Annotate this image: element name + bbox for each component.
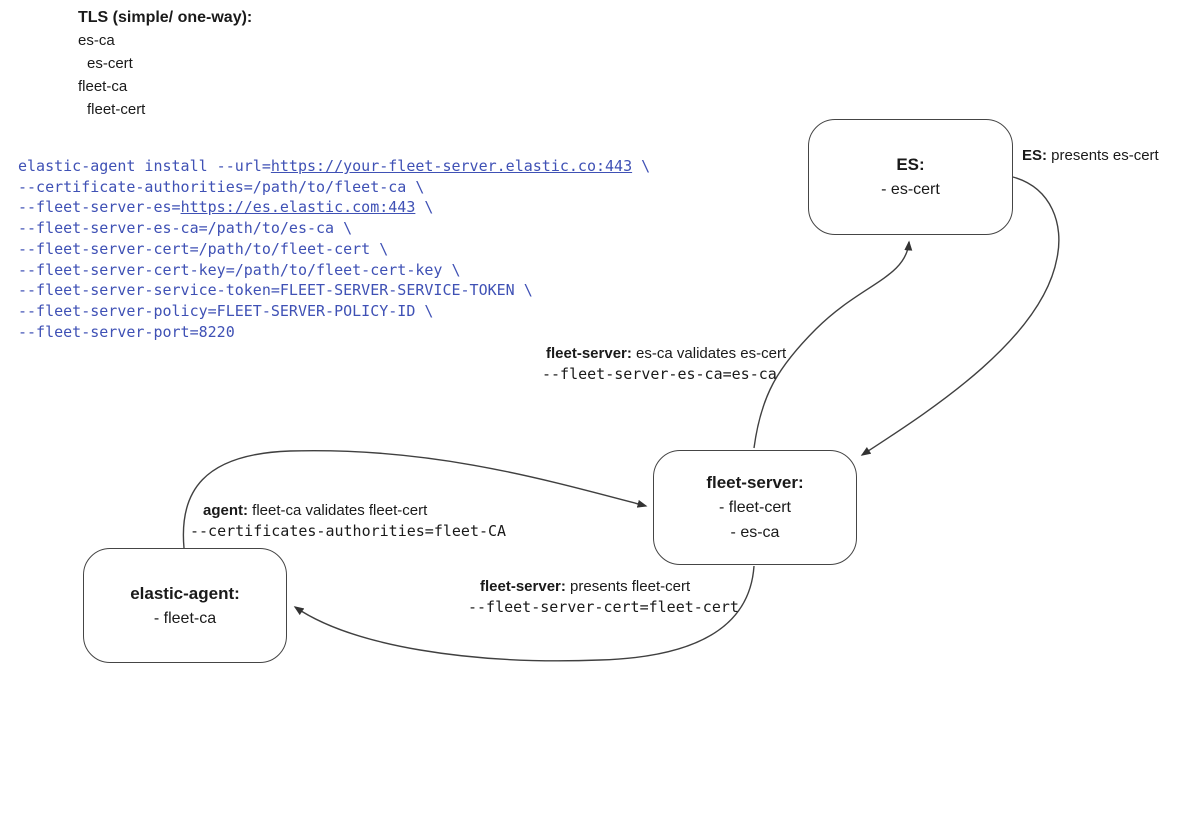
- node-elastic-agent-title: elastic-agent:: [130, 583, 240, 603]
- code-line: --fleet-server-cert=/path/to/fleet-cert …: [18, 239, 650, 260]
- node-fleet-server-title: fleet-server:: [706, 473, 804, 492]
- label-text: fleet-ca validates fleet-cert: [248, 502, 428, 519]
- label-agent-validates-fleet-cert: agent: fleet-ca validates fleet-cert --c…: [190, 502, 506, 540]
- code-line: --fleet-server-cert-key=/path/to/fleet-c…: [18, 260, 650, 281]
- node-elastic-agent: elastic-agent: - fleet-ca: [83, 548, 287, 663]
- label-es-presents-es-cert: ES: presents es-cert: [1022, 147, 1159, 165]
- arrow-fleet-server-to-es: [753, 240, 913, 449]
- label-text: presents fleet-cert: [565, 578, 691, 595]
- label-bold: fleet-server:: [480, 578, 566, 595]
- node-es-item: - es-cert: [881, 181, 940, 198]
- code-text: --fleet-server-port=8220: [18, 322, 235, 341]
- label-line: fleet-server: es-ca validates es-cert: [542, 345, 786, 363]
- code-line: --fleet-server-es-ca=/path/to/es-ca \: [18, 218, 650, 239]
- code-text: --fleet-server-service-token=FLEET-SERVE…: [18, 281, 533, 300]
- code-line: --fleet-server-policy=FLEET-SERVER-POLIC…: [18, 301, 650, 322]
- label-fleet-server-validates-es-cert: fleet-server: es-ca validates es-cert --…: [542, 345, 786, 383]
- code-text: --fleet-server-es-ca=/path/to/es-ca \: [18, 219, 353, 238]
- arrow-es-to-fleet-server: [860, 176, 1060, 456]
- node-elastic-agent-item: - fleet-ca: [153, 609, 217, 627]
- node-fleet-server-item-es-ca: - es-ca: [730, 524, 780, 541]
- code-line: --fleet-server-port=8220: [18, 322, 650, 343]
- code-text: \: [415, 198, 434, 217]
- label-fleet-server-presents-fleet-cert: fleet-server: presents fleet-cert --flee…: [468, 578, 739, 616]
- code-text: elastic-agent install --url=: [18, 157, 271, 175]
- legend-title: TLS (simple/ one-way):: [78, 9, 253, 26]
- label-line: agent: fleet-ca validates fleet-cert: [190, 502, 506, 520]
- legend-item-es-ca: es-ca: [78, 32, 115, 49]
- node-es: ES: - es-cert: [808, 119, 1013, 235]
- label-flag-fleet-server-es-ca: --fleet-server-es-ca=es-ca: [542, 365, 777, 383]
- url-link[interactable]: https://your-fleet-server.elastic.co:443: [270, 157, 633, 175]
- label-line: ES: presents es-cert: [1022, 147, 1159, 165]
- code-text: --fleet-server-es=: [18, 198, 181, 217]
- code-line: --certificate-authorities=/path/to/fleet…: [18, 177, 650, 198]
- code-text: --fleet-server-policy=FLEET-SERVER-POLIC…: [18, 301, 434, 320]
- label-bold: fleet-server:: [546, 345, 632, 362]
- arrow-agent-to-fleet-server: [182, 449, 648, 549]
- label-text: es-ca validates es-cert: [631, 345, 787, 362]
- label-bold: agent:: [203, 502, 248, 519]
- label-flag-certificates-authorities: --certificates-authorities=fleet-CA: [190, 522, 507, 540]
- code-line: elastic-agent install --url=https://your…: [18, 156, 650, 177]
- arrow-fleet-server-to-agent: [293, 565, 755, 662]
- code-text: --certificate-authorities=/path/to/fleet…: [18, 177, 425, 196]
- legend-item-es-cert: es-cert: [87, 55, 133, 72]
- code-text: \: [632, 157, 651, 175]
- node-fleet-server-item-fleet-cert: - fleet-cert: [718, 499, 791, 516]
- label-bold: ES:: [1022, 147, 1048, 164]
- install-command: elastic-agent install --url=https://your…: [18, 156, 650, 342]
- code-line: --fleet-server-es=https://es.elastic.com…: [18, 197, 650, 218]
- code-text: --fleet-server-cert-key=/path/to/fleet-c…: [18, 260, 461, 279]
- code-text: --fleet-server-cert=/path/to/fleet-cert …: [18, 239, 389, 258]
- node-es-title: ES:: [896, 155, 925, 174]
- code-line: --fleet-server-service-token=FLEET-SERVE…: [18, 280, 650, 301]
- tls-legend: TLS (simple/ one-way): es-ca es-cert fle…: [78, 6, 252, 121]
- label-line: fleet-server: presents fleet-cert: [468, 578, 739, 596]
- legend-item-fleet-cert: fleet-cert: [87, 101, 146, 118]
- node-fleet-server: fleet-server: - fleet-cert - es-ca: [653, 450, 857, 565]
- legend-item-fleet-ca: fleet-ca: [78, 78, 128, 95]
- label-text: presents es-cert: [1047, 147, 1159, 164]
- label-flag-fleet-server-cert: --fleet-server-cert=fleet-cert: [468, 598, 739, 616]
- url-link[interactable]: https://es.elastic.com:443: [180, 198, 416, 217]
